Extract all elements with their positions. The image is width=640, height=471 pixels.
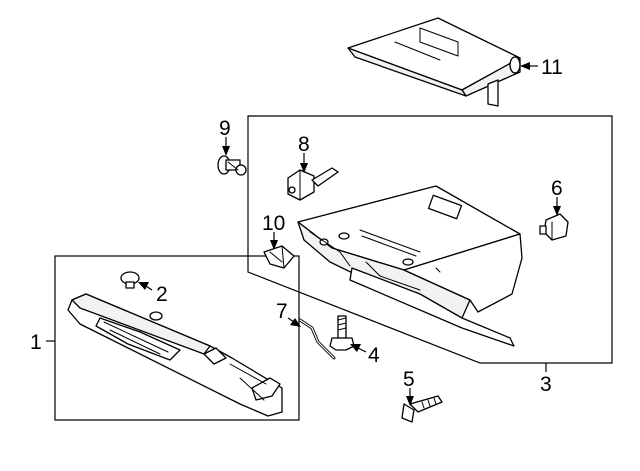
part-5-bolt — [401, 395, 443, 423]
part-7-damper-rod — [298, 318, 336, 360]
callout-11-arrow — [520, 62, 530, 70]
callout-4-arrow — [350, 344, 361, 352]
callout-5-label: 5 — [403, 368, 415, 391]
part-8-latch — [287, 167, 339, 201]
callout-11-label: 11 — [541, 56, 563, 79]
part-2-push-clip — [120, 271, 140, 289]
glove-box-door-frame — [54, 255, 300, 421]
callout-5-arrow — [406, 396, 414, 406]
callout-9-arrow — [222, 146, 230, 156]
callout-4-leader — [357, 347, 367, 353]
part-4-bolt — [329, 315, 355, 351]
callout-2-arrow — [138, 282, 149, 290]
callout-8-label: 8 — [298, 133, 310, 156]
part-9-push-pin — [217, 155, 247, 176]
part-3-glove-box-bin — [297, 185, 523, 347]
callout-2-label: 2 — [156, 283, 168, 306]
callout-1-label: 1 — [30, 331, 42, 354]
callout-9-label: 9 — [219, 117, 231, 140]
part-6-bracket-clip — [539, 213, 569, 241]
callout-6-label: 6 — [551, 177, 563, 200]
callout-4-label: 4 — [368, 344, 380, 367]
callout-6-arrow — [553, 206, 561, 216]
callout-7-arrow — [290, 318, 301, 327]
callout-2-leader — [145, 285, 153, 291]
callout-10-arrow — [270, 240, 278, 250]
callout-10-label: 10 — [262, 212, 285, 235]
callout-7-label: 7 — [276, 300, 288, 323]
callout-8-arrow — [300, 163, 308, 173]
part-11-shelf-bracket — [347, 17, 521, 107]
part-1-glove-box-door — [67, 293, 283, 417]
callout-3-label: 3 — [540, 373, 552, 396]
part-10-clip — [263, 245, 295, 269]
